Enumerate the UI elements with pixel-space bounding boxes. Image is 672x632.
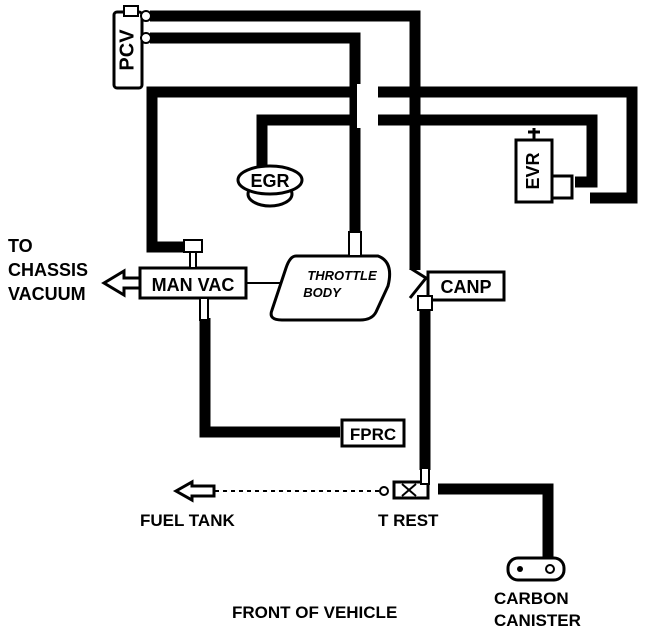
pcv-valve[interactable]: PCV: [112, 5, 152, 90]
to-chassis-vacuum-label-line2: CHASSIS: [8, 260, 88, 280]
egr-label: EGR: [250, 171, 289, 191]
evr-solenoid[interactable]: EVR: [514, 128, 574, 204]
fuel-tank-arrow: [172, 479, 216, 503]
hose-t-rest-to-canister: [438, 483, 554, 568]
canp-solenoid[interactable]: CANP: [408, 266, 506, 311]
throttle-body[interactable]: THROTTLE BODY: [269, 231, 392, 322]
throttle-body-label-line1: THROTTLE: [307, 268, 377, 283]
manifold-vacuum-block[interactable]: MAN VAC: [138, 239, 282, 321]
hose-man-vac-loop-continued: [378, 86, 638, 204]
carbon-canister[interactable]: [506, 556, 566, 582]
t-restrictor[interactable]: [392, 467, 430, 500]
hose-pcv-to-canp: [150, 10, 421, 270]
to-chassis-vacuum-label-line3: VACUUM: [8, 284, 86, 304]
throttle-body-label-line2: BODY: [303, 285, 342, 300]
fuel-tank-label: FUEL TANK: [140, 511, 235, 530]
man-vac-label: MAN VAC: [152, 275, 235, 295]
hose-man-vac-loop: [146, 86, 355, 253]
hose-man-vac-to-fprc: [199, 318, 340, 438]
hose-egr-continued: [378, 114, 598, 188]
vacuum-hoses: [146, 10, 638, 568]
hose-break-marks: [357, 84, 376, 128]
canp-label: CANP: [440, 277, 491, 297]
fuel-line-fitting: [379, 486, 389, 496]
fprc-solenoid[interactable]: FPRC: [340, 418, 406, 448]
hose-egr: [256, 114, 355, 168]
hose-pcv-to-throttle-body: [150, 32, 361, 232]
pcv-label: PCV: [116, 29, 138, 71]
carbon-canister-label-line1: CARBON: [494, 589, 569, 608]
front-of-vehicle-label: FRONT OF VEHICLE: [232, 603, 397, 622]
fprc-label: FPRC: [350, 425, 396, 444]
t-rest-label: T REST: [378, 511, 439, 530]
chassis-vacuum-arrow: [101, 268, 142, 298]
carbon-canister-label-line2: CANISTER: [494, 611, 581, 630]
evr-label: EVR: [523, 152, 543, 189]
egr-valve[interactable]: EGR: [236, 164, 304, 208]
to-chassis-vacuum-label-line1: TO: [8, 236, 33, 256]
